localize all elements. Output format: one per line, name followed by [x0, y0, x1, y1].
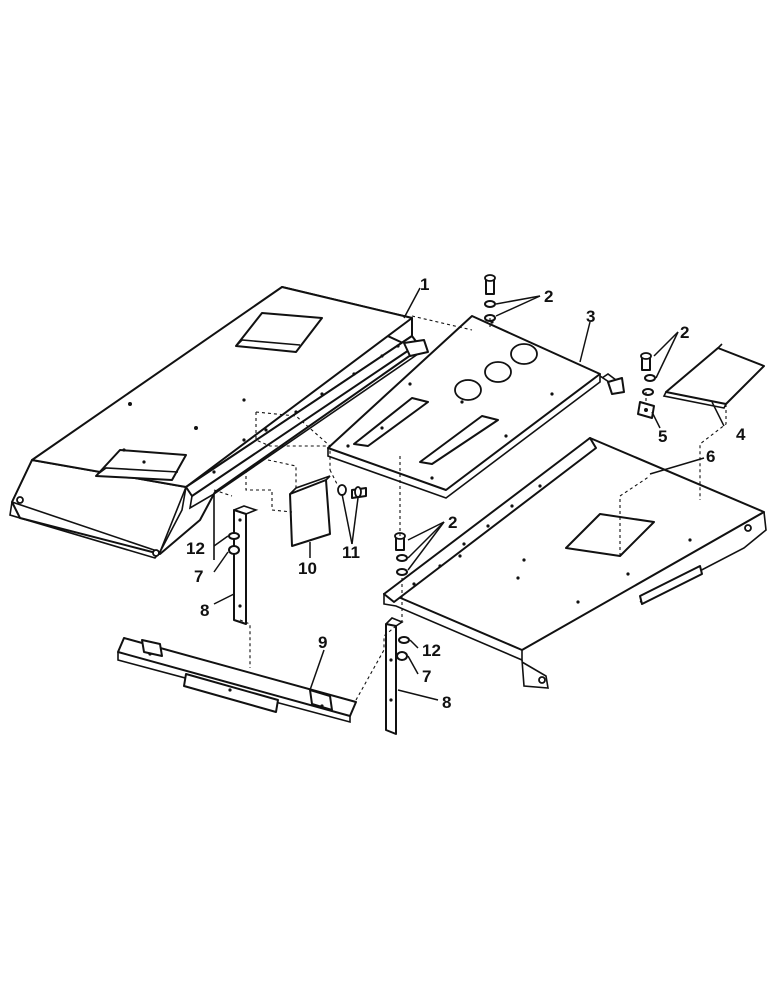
part-10-bracket-plate [289, 475, 331, 547]
part-2-bolt-group-right [640, 352, 656, 396]
callout-leader-lines [213, 287, 725, 701]
part-8-right-support-strap [385, 617, 404, 735]
callout-10: 10 [298, 559, 317, 578]
callout-9: 9 [318, 633, 327, 652]
part-5-bracket [637, 401, 655, 419]
callout-11: 11 [342, 543, 360, 562]
part-9-cross-member [117, 637, 357, 724]
part-1-left-cover-panel [9, 286, 429, 560]
part-4-small-cover-plate [662, 343, 765, 409]
callout-4: 4 [736, 425, 746, 444]
callout-2-lower: 2 [448, 513, 457, 532]
callout-7-left: 7 [194, 567, 203, 586]
callout-8-left: 8 [200, 601, 209, 620]
part-2-bolt-group-top [484, 274, 496, 322]
callout-5: 5 [658, 427, 667, 446]
callout-2-right: 2 [680, 323, 689, 342]
callout-8-right: 8 [442, 693, 451, 712]
part-8-left-support-strap [233, 505, 259, 625]
part-6-right-floor-panel [383, 437, 767, 689]
part-2-bolt-group-lower [394, 532, 408, 576]
callout-12-left: 12 [186, 539, 205, 558]
callout-1: 1 [420, 275, 429, 294]
part-12-7-washers-left [228, 532, 240, 555]
callout-2-top: 2 [544, 287, 553, 306]
assembly-dashed-lines [213, 315, 727, 701]
part-3-instrument-plate [327, 315, 625, 499]
callout-6: 6 [706, 447, 715, 466]
part-12-7-washers-right [396, 636, 410, 661]
callout-7-right: 7 [422, 667, 431, 686]
callout-12-right: 12 [422, 641, 441, 660]
callout-3: 3 [586, 307, 595, 326]
callout-labels: 1 2 3 2 4 5 6 2 12 7 8 10 11 9 12 7 8 [186, 275, 746, 712]
